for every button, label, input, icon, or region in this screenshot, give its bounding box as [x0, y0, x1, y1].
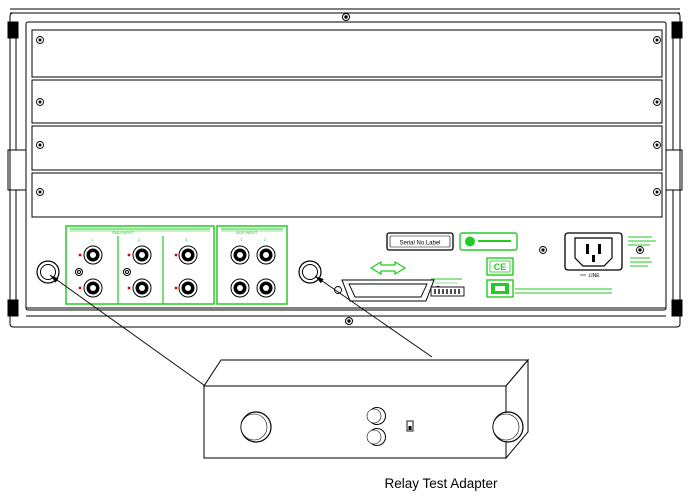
smu-2-sense-connector: [132, 278, 152, 298]
aux-column-2-label: 2: [264, 237, 267, 242]
smu-column-3-label: 3: [185, 237, 188, 242]
aux-connectors: [230, 245, 276, 298]
gpib-connector: [334, 260, 442, 302]
adapter-relay-jacks: [366, 407, 386, 446]
smu-2-force-connector: [132, 245, 152, 265]
ce-mark-text: CE: [494, 262, 507, 272]
ac-line-inlet: LINE: [564, 232, 623, 279]
smu-red-markers: [78, 253, 178, 290]
adapter-caption: Relay Test Adapter: [384, 476, 498, 491]
smu-column-1-label: 1: [91, 237, 94, 242]
adapter-right-port: [492, 411, 524, 443]
serial-number-label: Serial No Label: [386, 232, 454, 251]
smu-ground-posts: [75, 268, 131, 276]
smu-column-2-label: 2: [138, 237, 141, 242]
smu-1-force-connector: [83, 245, 103, 265]
adapter-left-port: [240, 411, 272, 443]
line-label: LINE: [588, 273, 600, 279]
left-guard-port: [36, 260, 60, 284]
smu-1-sense-connector: [83, 278, 103, 298]
smu-connectors: [75, 245, 198, 298]
manufacturer-logo-badge: [459, 232, 518, 251]
connection-line-right: [314, 275, 433, 358]
smu-input-block: SMU INPUT 1 2 3: [65, 225, 215, 305]
regulatory-mark: [486, 279, 514, 298]
arrowhead-right: [315, 276, 324, 284]
slot-screws: [36, 36, 661, 196]
power-rating-text: [628, 236, 656, 267]
smu-input-header: SMU INPUT: [112, 230, 135, 235]
fuse-holder: [636, 246, 644, 254]
smu-3-sense-connector: [178, 278, 198, 298]
adapter-top-face: [203, 359, 530, 387]
arrowheads: [50, 275, 324, 284]
aux-input-block: AUX INPUT 1 2: [216, 225, 288, 305]
relay-test-adapter: [203, 358, 530, 460]
slot-covers: [31, 29, 663, 218]
aux-column-1-label: 1: [240, 237, 243, 242]
address-dip-switch: [430, 278, 465, 297]
arrowhead-left: [50, 275, 59, 283]
adapter-toggle-switch: [406, 420, 414, 432]
right-guard-port: [298, 260, 322, 284]
smu-3-force-connector: [178, 245, 198, 265]
ground-screw: [539, 246, 547, 254]
serial-label-text: Serial No Label: [399, 241, 440, 247]
warning-text: [515, 288, 612, 294]
instrument-rear-panel: [7, 8, 683, 328]
ce-mark: CE: [486, 257, 514, 276]
aux-input-header: AUX INPUT: [236, 230, 258, 235]
